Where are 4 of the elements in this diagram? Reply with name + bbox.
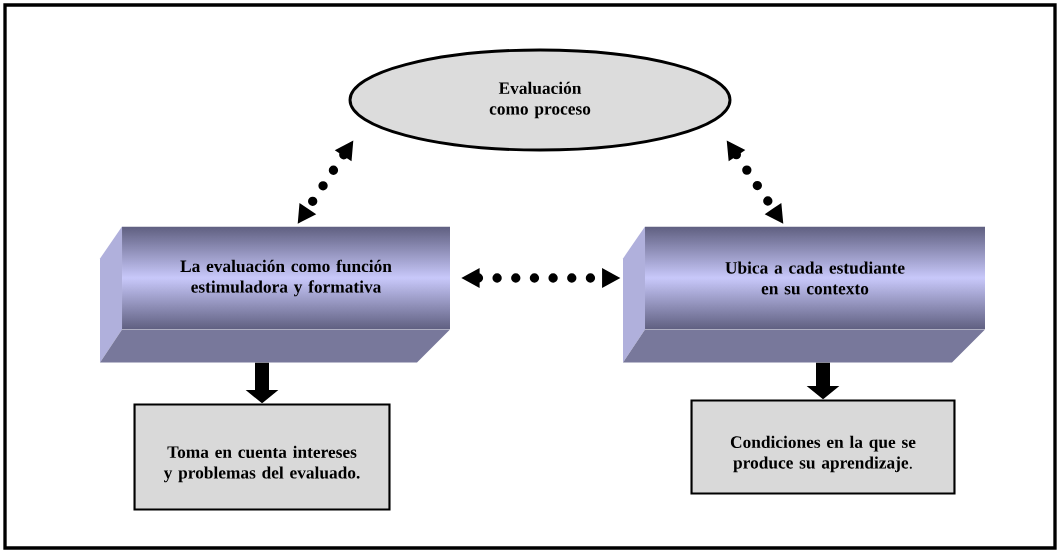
text-box: Toma en cuenta intereses y problemas del evaluado. bbox=[133, 403, 391, 511]
block-box: La evaluación como función estimuladora y formativa bbox=[100, 226, 450, 363]
block-box: Ubica a cada estudiante en su contexto bbox=[623, 226, 985, 363]
text-box: Condiciones en la que se produce su aprendizaje. bbox=[690, 399, 956, 495]
